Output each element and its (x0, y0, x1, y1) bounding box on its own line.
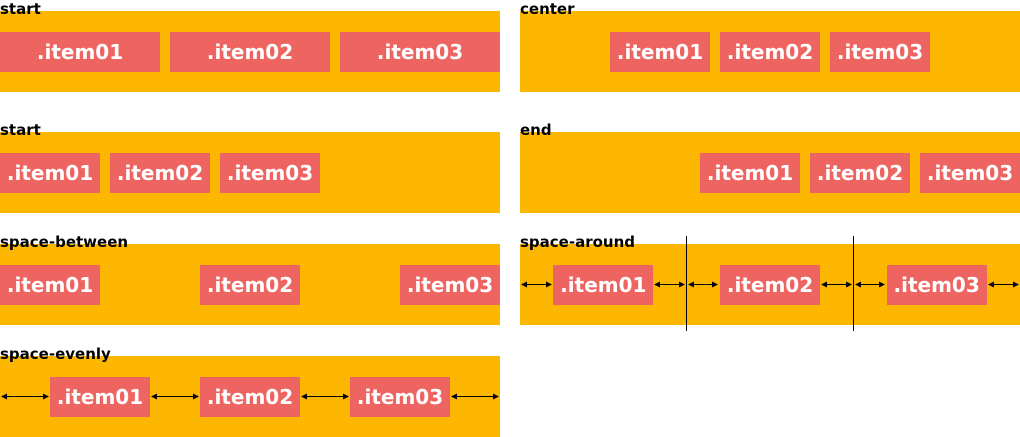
panel-title: space-between (0, 233, 129, 251)
flex-item-02: .item02 (200, 264, 300, 305)
flex-item-03: .item03 (340, 31, 500, 72)
flex-item-02: .item02 (810, 152, 910, 193)
flex-item-01: .item01 (610, 31, 710, 72)
flex-item-02: .item02 (719, 264, 820, 305)
divider-line (853, 236, 854, 331)
flex-item-01: .item01 (0, 152, 100, 193)
flex-container: .item01 .item02 .item03 (520, 11, 1020, 92)
divider-line (686, 236, 687, 331)
flex-item-03: .item03 (220, 152, 320, 193)
flex-item-03: .item03 (920, 152, 1020, 193)
flex-item-02: .item02 (170, 31, 330, 72)
flex-item-01: .item01 (553, 264, 654, 305)
flex-container: .item01 .item02 .item03 (0, 356, 500, 437)
flex-item-01: .item01 (50, 376, 150, 417)
flex-item-03: .item03 (400, 264, 500, 305)
flex-container: .item01 .item02 .item03 (0, 244, 500, 325)
flex-item-03: .item03 (350, 376, 450, 417)
flex-container: .item01 .item02 .item03 (0, 132, 500, 213)
panel-title: center (520, 0, 575, 18)
flex-item-02: .item02 (720, 31, 820, 72)
flex-item-03: .item03 (830, 31, 930, 72)
panel-title: space-around (520, 233, 635, 251)
flex-item-02: .item02 (200, 376, 300, 417)
panel-title: start (0, 0, 41, 18)
flex-container: .item01 .item02 .item03 (520, 132, 1020, 213)
flex-container: .item01 .item02 .item03 (520, 244, 1020, 325)
panel-title: end (520, 121, 552, 139)
panel-title: space-evenly (0, 345, 111, 363)
flex-item-02: .item02 (110, 152, 210, 193)
panel-title: start (0, 121, 41, 139)
flex-item-01: .item01 (0, 31, 160, 72)
flex-item-01: .item01 (0, 264, 100, 305)
flex-item-03: .item03 (886, 264, 987, 305)
flex-container: .item01 .item02 .item03 (0, 11, 500, 92)
flex-item-01: .item01 (700, 152, 800, 193)
